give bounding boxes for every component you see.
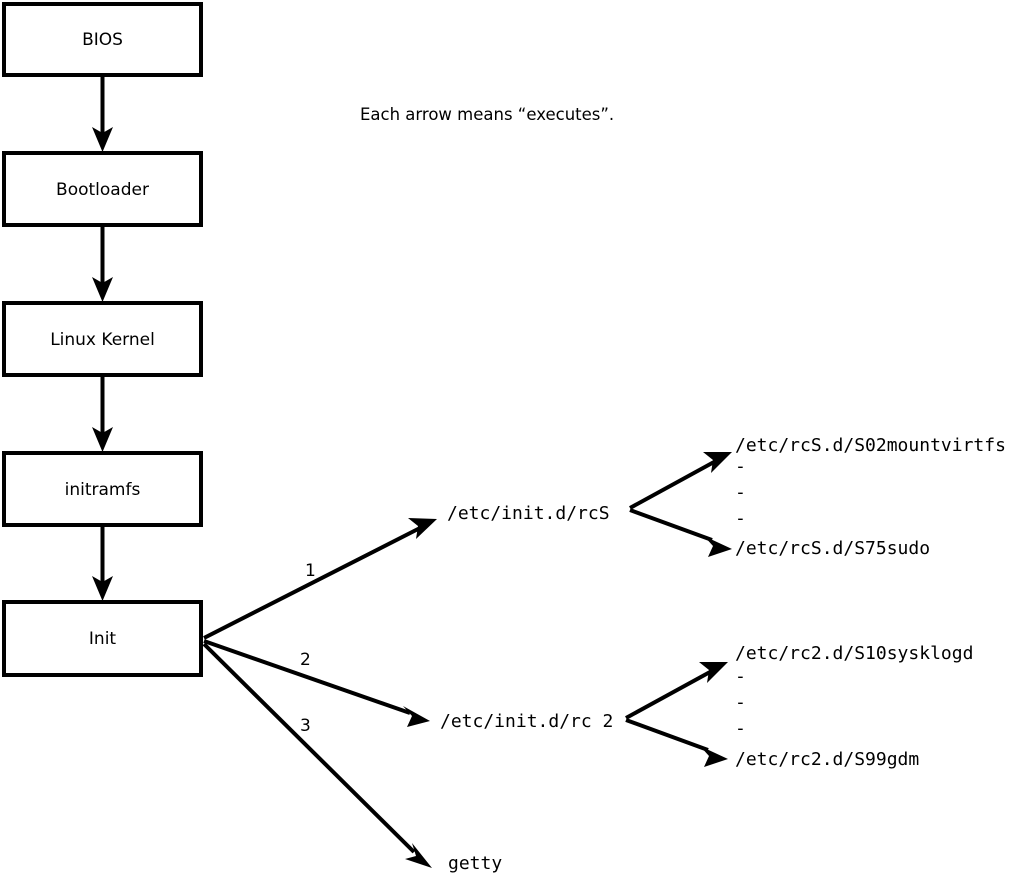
arrowhead-initramfs: [92, 427, 113, 452]
arrowhead-rcs-last: [704, 536, 732, 557]
edge-label-2: 2: [300, 650, 311, 670]
arrowhead-kernel: [92, 277, 113, 302]
arrow-initramfs-to-init: [92, 527, 113, 601]
arrowhead-init: [92, 576, 113, 601]
arrowhead-rc2: [403, 706, 430, 727]
arrowhead-getty: [405, 843, 432, 868]
rc2-ellipsis-dash-2: -: [735, 692, 746, 713]
node-bios-label: BIOS: [82, 30, 123, 50]
arrow-init-to-rcs: [203, 518, 437, 640]
arrowhead-rc2-first: [699, 662, 728, 683]
node-init-rect: [2, 600, 203, 677]
arrow-init-to-rc2: [203, 639, 430, 727]
branch-label-rcs[interactable]: /etc/init.d/rcS: [447, 503, 610, 524]
node-bios-rect: [2, 2, 203, 77]
rc2-script-last[interactable]: /etc/rc2.d/S99gdm: [735, 749, 919, 770]
arrow-rc2-to-last-script: [625, 718, 728, 767]
arrow-rcs-to-first-script: [629, 452, 732, 510]
node-linux-kernel-rect: [2, 301, 203, 377]
edge-label-1: 1: [305, 561, 316, 581]
node-bootloader-label: Bootloader: [56, 180, 149, 200]
branch-label-rc2[interactable]: /etc/init.d/rc 2: [440, 711, 613, 732]
node-initramfs[interactable]: initramfs: [2, 451, 203, 527]
arrow-rcs-to-last-script: [629, 508, 732, 557]
node-bootloader-rect: [2, 151, 203, 227]
rcs-ellipsis-dash-2: -: [735, 482, 746, 503]
arrow-bios-to-bootloader: [92, 77, 113, 152]
rcs-script-first[interactable]: /etc/rcS.d/S02mountvirtfs: [735, 435, 1006, 456]
rcs-script-last[interactable]: /etc/rcS.d/S75sudo: [735, 538, 930, 559]
arrowhead-rcs: [408, 518, 437, 539]
node-initramfs-rect: [2, 451, 203, 527]
edge-label-3: 3: [300, 716, 311, 736]
node-init-label: Init: [89, 629, 117, 649]
arrow-rc2-to-first-script: [625, 662, 728, 720]
branch-label-getty[interactable]: getty: [448, 853, 502, 874]
node-bios[interactable]: BIOS: [2, 2, 203, 77]
arrow-bootloader-to-kernel: [92, 227, 113, 302]
arrow-kernel-to-initramfs: [92, 377, 113, 452]
arrow-init-to-getty: [202, 642, 432, 868]
diagram-caption: Each arrow means “executes”.: [360, 105, 614, 124]
node-linux-kernel-label: Linux Kernel: [50, 330, 155, 350]
rc2-ellipsis-dash-1: -: [735, 666, 746, 687]
arrowhead-bootloader: [92, 127, 113, 152]
arrowhead-rcs-first: [703, 452, 732, 473]
node-initramfs-label: initramfs: [65, 480, 141, 500]
arrowhead-rc2-last: [700, 746, 728, 767]
node-linux-kernel[interactable]: Linux Kernel: [2, 301, 203, 377]
node-init[interactable]: Init: [2, 600, 203, 677]
rcs-ellipsis-dash-3: -: [735, 508, 746, 529]
rc2-script-first[interactable]: /etc/rc2.d/S10sysklogd: [735, 643, 973, 664]
rc2-ellipsis-dash-3: -: [735, 718, 746, 739]
rcs-ellipsis-dash-1: -: [735, 456, 746, 477]
node-bootloader[interactable]: Bootloader: [2, 151, 203, 227]
